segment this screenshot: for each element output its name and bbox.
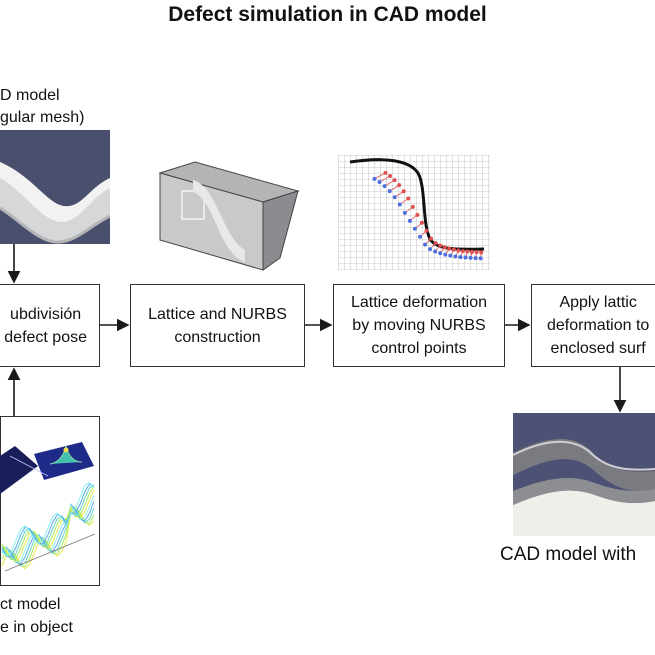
control-point-red [410, 204, 415, 209]
control-point-blue [387, 189, 392, 194]
control-point-red [474, 250, 479, 255]
control-point-blue [453, 254, 458, 259]
control-point-red [424, 228, 429, 233]
output-label: CAD model with [500, 544, 637, 565]
control-point-blue [382, 184, 387, 189]
control-point-blue [372, 176, 377, 181]
control-point-blue [448, 253, 453, 258]
control-point-link [374, 172, 386, 180]
diagram-title: Defect simulation in CAD model [168, 3, 487, 26]
control-point-red [438, 243, 443, 248]
lattice-nurbs-construction-box: Lattice and NURBS construction [130, 284, 305, 367]
input-label-line2: gular mesh) [0, 109, 85, 126]
control-point-blue [478, 256, 483, 261]
control-point-blue [438, 251, 443, 256]
control-point-red [442, 245, 447, 250]
control-point-link [379, 175, 391, 183]
mesh-plot-line [1, 483, 95, 557]
control-point-red [479, 250, 484, 255]
mesh-plot-line [1, 485, 95, 560]
mesh-plot-line [1, 489, 95, 563]
control-point-red [456, 248, 461, 253]
control-point-red [470, 249, 475, 254]
output-cad-image [513, 413, 655, 536]
control-point-red [392, 178, 397, 183]
apply-lattice-deformation-box: Apply lattic deformation to enclosed sur… [531, 284, 655, 367]
control-point-blue [443, 252, 448, 257]
control-point-blue [473, 256, 478, 261]
control-point-blue [428, 247, 433, 252]
defect-label-line1: ct model [0, 596, 61, 613]
control-point-red [406, 196, 411, 201]
defect-label-line2: e in object [0, 619, 73, 636]
lattice-box-image [158, 161, 300, 271]
control-point-red [429, 236, 434, 241]
control-point-red [451, 247, 456, 252]
control-point-blue [397, 202, 402, 207]
control-point-red [465, 249, 470, 254]
defect-model-plot-image [0, 416, 100, 586]
control-point-red [397, 183, 402, 188]
control-point-blue [407, 218, 412, 223]
control-point-blue [418, 234, 423, 239]
control-point-red [415, 212, 420, 217]
control-point-red [388, 174, 393, 179]
control-point-blue [402, 210, 407, 215]
control-point-red [419, 220, 424, 225]
mesh-plot-line [1, 481, 95, 557]
control-point-blue [463, 255, 468, 260]
control-point-blue [433, 249, 438, 254]
subdivision-defect-pose-box: ubdivisión defect pose [0, 284, 100, 367]
control-point-blue [468, 255, 473, 260]
mesh-plot-line [1, 486, 95, 561]
lattice-deformation-box: Lattice deformation by moving NURBS cont… [333, 284, 505, 367]
control-point-blue [458, 255, 463, 260]
mesh-plot-line [1, 506, 95, 570]
input-label-line1: D model [0, 87, 60, 104]
control-point-red [447, 246, 452, 251]
control-point-blue [423, 242, 428, 247]
control-point-red [433, 241, 438, 246]
nurbs-control-points-image [338, 155, 490, 270]
input-cad-mesh-image [0, 130, 110, 244]
control-point-red [383, 170, 388, 175]
control-point-blue [392, 195, 397, 200]
control-point-red [460, 249, 465, 254]
control-point-blue [412, 226, 417, 231]
control-point-red [401, 189, 406, 194]
control-point-blue [377, 180, 382, 185]
